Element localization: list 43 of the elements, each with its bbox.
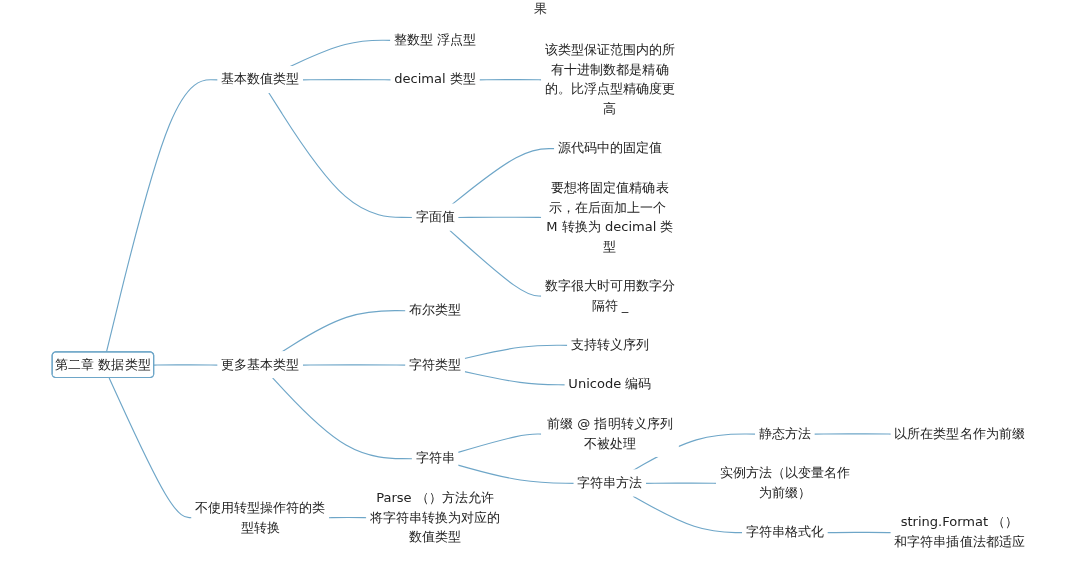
connector xyxy=(451,147,556,205)
connector xyxy=(464,344,569,359)
node-text: Parse （）方法允许将字符串转换为对应的数值类型 xyxy=(369,489,501,544)
connector xyxy=(813,432,893,435)
connector xyxy=(105,78,220,353)
note-text: 果 xyxy=(533,1,547,16)
node-text: Unicode 编码 xyxy=(568,375,652,392)
node-text: 字符串方法 xyxy=(577,474,643,490)
node-text: 支持转义序列 xyxy=(570,336,650,352)
node-text: 以所在类型名作为前缀 xyxy=(894,424,1025,441)
connector xyxy=(457,432,543,453)
node-text: 字符类型 xyxy=(409,355,462,372)
connector xyxy=(272,376,414,459)
connector xyxy=(302,363,407,366)
node-text: 不使用转型操作符的类型转换 xyxy=(195,498,326,534)
node-text: 该类型保证范围内的所有十进制数都是精确的。比浮点型精确度更高 xyxy=(544,41,676,116)
node-text: string.Format （）和字符串插值法都适应 xyxy=(894,513,1025,549)
connector xyxy=(464,370,567,385)
connector xyxy=(268,91,414,218)
node-text: 布尔类型 xyxy=(409,301,462,317)
connector xyxy=(826,531,893,533)
node-text: 更多基本类型 xyxy=(221,355,300,372)
node-text: 数字很大时可用数字分隔符 _ xyxy=(544,277,676,313)
connector xyxy=(478,78,543,80)
node-text: 基本数值类型 xyxy=(221,70,300,87)
connector xyxy=(449,229,543,297)
node-text: 字符串 xyxy=(415,449,455,465)
node-text: 实例方法（以变量名作为前缀） xyxy=(719,464,850,500)
node-text: 字符串格式化 xyxy=(745,523,824,539)
node-text: 字面值 xyxy=(415,208,455,224)
connector xyxy=(457,464,576,484)
connector xyxy=(328,516,368,518)
node-text: 整数型 浮点型 xyxy=(393,31,477,47)
node-text: decimal 类型 xyxy=(394,70,476,87)
connector xyxy=(632,495,744,533)
connector xyxy=(108,376,193,518)
node-text: 要想将固定值精确表示，在后面加上一个 M 转换为 decimal 类型 xyxy=(546,179,674,254)
connector xyxy=(457,216,543,218)
connector xyxy=(302,78,393,80)
node-text: 源代码中的固定值 xyxy=(557,139,663,155)
connector xyxy=(645,482,718,484)
connector xyxy=(153,363,220,366)
node-text: 静态方法 xyxy=(758,424,811,441)
